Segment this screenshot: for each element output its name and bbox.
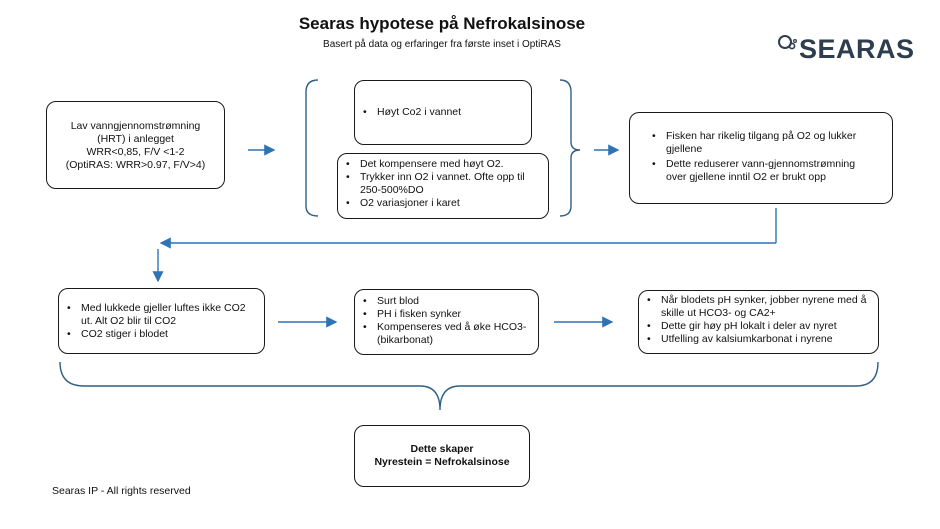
bullet-item: Trykker inn O2 i vannet. Ofte opp til 25… [346,171,542,197]
bullet-item: Dette gir høy pH lokalt i deler av nyret [647,320,870,333]
start-line: (HRT) i anlegget [97,133,174,145]
start-line: WRR<0,85, F/V <1-2 [86,146,185,158]
box-low-water-flow: Lav vanngjennomstrømning (HRT) i anlegge… [46,101,225,189]
searas-logo: SEARAS [777,28,917,68]
bullet-item: Høyt Co2 i vannet [363,106,531,119]
box-closed-gills: Med lukkede gjeller luftes ikke CO2 ut. … [58,288,265,354]
right-brace [559,79,581,217]
box-high-co2: Høyt Co2 i vannet [354,80,532,145]
bullet-item: Med lukkede gjeller luftes ikke CO2 ut. … [67,302,256,328]
bullet-item: Det kompensere med høyt O2. [346,158,542,171]
result-line: Dette skaper [410,443,474,455]
bullet-item: Surt blod [363,295,530,308]
bubbles-icon [778,35,798,50]
start-line: Lav vanngjennomstrømning [70,120,201,132]
footer-copyright: Searas IP - All rights reserved [52,485,191,497]
bullet-item: Dette reduserer vann-gjennomstrømning ov… [652,158,878,184]
bottom-brace [59,361,879,411]
box-kidney: Når blodets pH synker, jobber nyrene med… [638,290,879,354]
bullet-item: PH i fisken synker [363,308,530,321]
diagram-title: Searas hypotese på Nefrokalsinose [298,14,586,33]
bullet-item: O2 variasjoner i karet [346,197,542,210]
box-o2-compensation: Det kompensere med høyt O2. Trykker inn … [337,153,549,219]
bullet-item: Kompenseres ved å øke HCO3- (bikarbonat) [363,321,530,347]
diagram-subtitle: Basert på data og erfaringer fra første … [323,39,561,50]
left-bracket [305,79,319,217]
bullet-item: CO2 stiger i blodet [67,328,256,341]
start-line: (OptiRAS: WRR>0.97, F/V>4) [65,159,206,171]
box-fish-oxygen: Fisken har rikelig tilgang på O2 og lukk… [629,112,893,204]
result-line: Nyrestein = Nefrokalsinose [374,456,510,468]
bullet-item: Fisken har rikelig tilgang på O2 og lukk… [652,130,878,156]
bullet-item: Utfelling av kalsiumkarbonat i nyrene [647,333,870,346]
bullet-item: Når blodets pH synker, jobber nyrene med… [647,294,870,320]
logo-text: SEARAS [799,34,915,64]
box-acidic-blood: Surt blod PH i fisken synker Kompenseres… [354,289,539,355]
box-result: Dette skaper Nyrestein = Nefrokalsinose [354,425,530,487]
